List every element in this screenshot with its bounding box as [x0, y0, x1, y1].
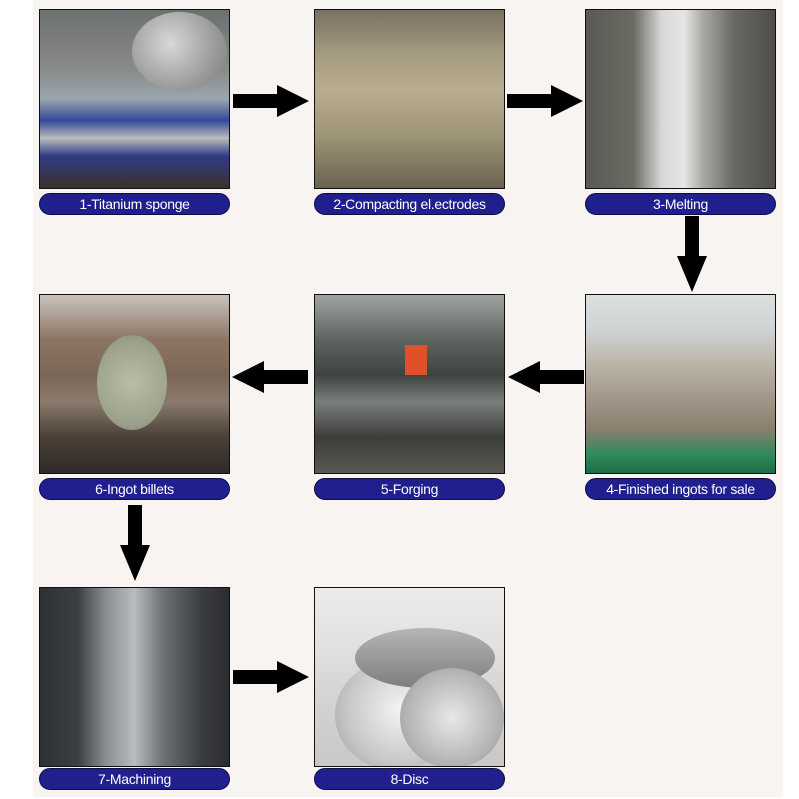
disc-photo [314, 587, 505, 767]
billet-end [97, 335, 167, 430]
arrow-right-icon [233, 85, 309, 117]
disc [400, 668, 504, 766]
arrow-right-icon [233, 661, 309, 693]
step-label: 6-Ingot billets [39, 478, 230, 500]
finished-ingots-photo [585, 294, 776, 474]
ingot-billets-photo [39, 294, 230, 474]
sponge-closeup [132, 12, 227, 90]
step-label: 3-Melting [585, 193, 776, 215]
hot-metal [405, 345, 427, 375]
step-label: 2-Compacting el.ectrodes [314, 193, 505, 215]
step-label: 8-Disc [314, 768, 505, 790]
arrow-left-icon [508, 361, 584, 393]
arrow-right-icon [507, 85, 583, 117]
arrow-down-icon [120, 505, 150, 581]
titanium-sponge-photo [39, 9, 230, 189]
forging-press-photo [314, 294, 505, 474]
step-label: 5-Forging [314, 478, 505, 500]
arrow-left-icon [232, 361, 308, 393]
step-label: 7-Machining [39, 768, 230, 790]
step-label: 4-Finished ingots for sale [585, 478, 776, 500]
melting-furnace-photo [585, 9, 776, 189]
arrow-down-icon [677, 216, 707, 292]
compacting-electrodes-photo [314, 9, 505, 189]
step-label: 1-Titanium sponge [39, 193, 230, 215]
machining-photo [39, 587, 230, 767]
